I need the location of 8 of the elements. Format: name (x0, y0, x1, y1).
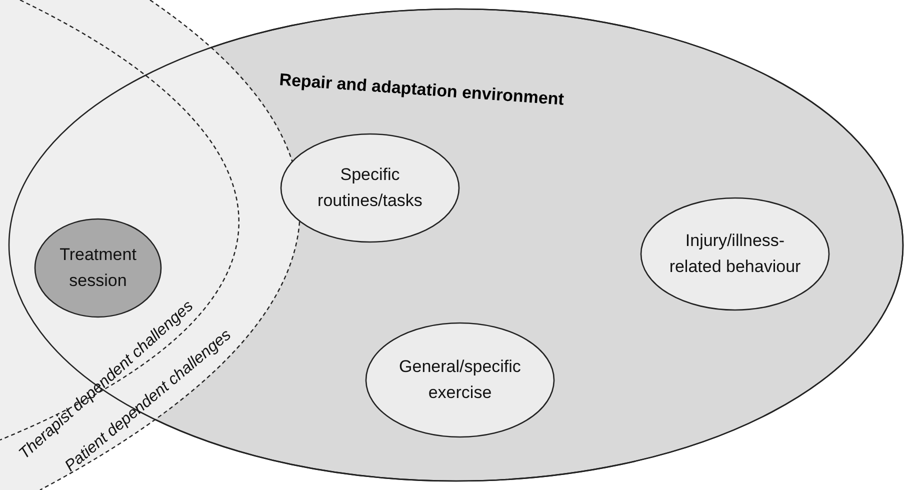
node-label: Injury/illness-related behaviour (668, 230, 802, 278)
region-title: Repair and adaptation environment (278, 70, 565, 110)
node-label: Treatment session (58, 244, 138, 292)
ellipse-node (280, 133, 460, 243)
node-label: General/specific exercise (398, 356, 522, 404)
node-label: Specific routines/tasks (316, 164, 424, 212)
ellipse-node (365, 322, 555, 438)
ellipse-node (640, 197, 830, 311)
